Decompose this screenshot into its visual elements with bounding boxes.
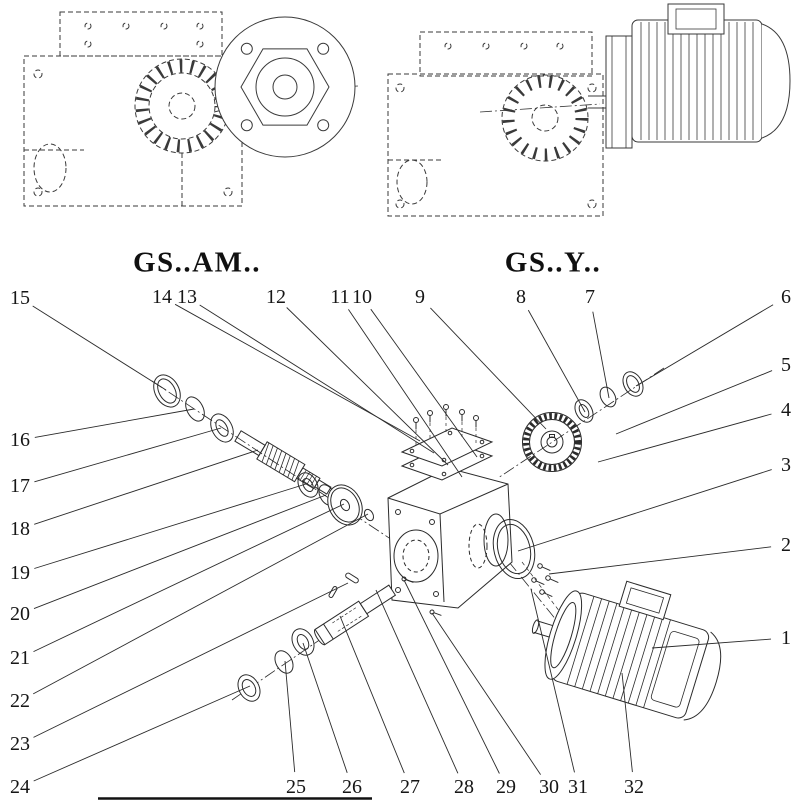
part-number-6: 6 xyxy=(781,286,791,308)
part-number-8: 8 xyxy=(516,286,526,308)
leader-line-25 xyxy=(284,660,296,773)
leader-line-8 xyxy=(527,309,586,413)
part-number-22: 22 xyxy=(10,690,30,712)
leader-line-22 xyxy=(32,513,369,695)
part-number-20: 20 xyxy=(10,603,30,625)
part-number-19: 19 xyxy=(10,562,30,584)
leader-line-1 xyxy=(651,638,772,649)
leader-line-19 xyxy=(34,483,307,569)
leader-line-24 xyxy=(33,685,251,782)
part-number-7: 7 xyxy=(585,286,595,308)
part-number-29: 29 xyxy=(496,776,516,798)
part-number-9: 9 xyxy=(415,286,425,308)
leader-line-28 xyxy=(375,589,459,774)
part-number-11: 11 xyxy=(330,286,350,308)
part-number-4: 4 xyxy=(781,399,791,421)
input-seal-ring-stack xyxy=(153,374,234,443)
leader-line-13 xyxy=(199,304,435,454)
leader-line-27 xyxy=(339,615,405,774)
part-number-10: 10 xyxy=(352,286,372,308)
part-number-14: 14 xyxy=(152,286,172,308)
leader-line-9 xyxy=(430,307,547,430)
part-number-26: 26 xyxy=(342,776,362,798)
leader-line-21 xyxy=(33,503,345,653)
part-number-30: 30 xyxy=(539,776,559,798)
part-number-3: 3 xyxy=(781,454,791,476)
part-number-28: 28 xyxy=(454,776,474,798)
output-shaft-drawing xyxy=(313,584,397,646)
leader-lines xyxy=(32,303,774,782)
gearbox-flange-drawing xyxy=(23,11,359,207)
part-number-27: 27 xyxy=(400,776,420,798)
leader-line-5 xyxy=(615,370,773,435)
motor-top-drawing xyxy=(588,3,791,149)
leader-line-16 xyxy=(34,408,195,438)
part-number-2: 2 xyxy=(781,534,791,556)
exploded-assembly-drawing xyxy=(151,367,722,721)
leader-line-4 xyxy=(597,413,772,463)
gearbox-motor-drawing xyxy=(387,3,791,217)
part-number-18: 18 xyxy=(10,518,30,540)
part-number-32: 32 xyxy=(624,776,644,798)
worm-shaft-drawing xyxy=(234,430,332,495)
cover-plate-drawing xyxy=(400,427,494,481)
part-number-16: 16 xyxy=(10,429,30,451)
worm-bearing-washer-stack xyxy=(297,472,375,526)
motor-drawing xyxy=(531,580,722,721)
leader-line-2 xyxy=(548,546,772,575)
part-number-23: 23 xyxy=(10,733,30,755)
part-number-13: 13 xyxy=(177,286,197,308)
leader-line-17 xyxy=(34,427,222,483)
part-number-21: 21 xyxy=(10,647,30,669)
gear-drawing xyxy=(522,412,582,472)
leader-line-32 xyxy=(621,672,633,773)
leader-line-11 xyxy=(348,309,463,478)
output-flange-drawing xyxy=(214,16,356,158)
leader-line-15 xyxy=(32,305,167,391)
part-number-31: 31 xyxy=(568,776,588,798)
leader-line-29 xyxy=(403,579,500,774)
leader-line-23 xyxy=(33,582,349,738)
part-number-12: 12 xyxy=(266,286,286,308)
output-bearing-ring-stack xyxy=(237,628,315,702)
gasket-ring-drawing xyxy=(492,518,536,580)
leader-line-20 xyxy=(33,494,327,610)
leader-line-7 xyxy=(592,311,610,399)
leader-line-12 xyxy=(286,307,449,466)
leader-line-18 xyxy=(34,449,259,525)
part-number-15: 15 xyxy=(10,287,30,309)
leader-line-31 xyxy=(530,588,575,773)
model-label-gs-am: GS..AM.. xyxy=(133,246,261,279)
model-label-gs-y: GS..Y.. xyxy=(504,246,602,279)
leader-line-3 xyxy=(517,469,772,552)
motor-bolts-drawing xyxy=(521,561,561,613)
part-number-1: 1 xyxy=(781,627,791,649)
part-number-25: 25 xyxy=(286,776,306,798)
leader-line-6 xyxy=(635,304,774,387)
part-number-24: 24 xyxy=(10,776,30,798)
leader-line-10 xyxy=(370,308,478,458)
part-number-17: 17 xyxy=(10,475,30,497)
leader-line-26 xyxy=(302,642,348,773)
leader-line-30 xyxy=(431,612,541,775)
housing-drawing xyxy=(387,467,513,609)
part-number-5: 5 xyxy=(781,354,791,376)
leader-line-14 xyxy=(174,303,421,442)
